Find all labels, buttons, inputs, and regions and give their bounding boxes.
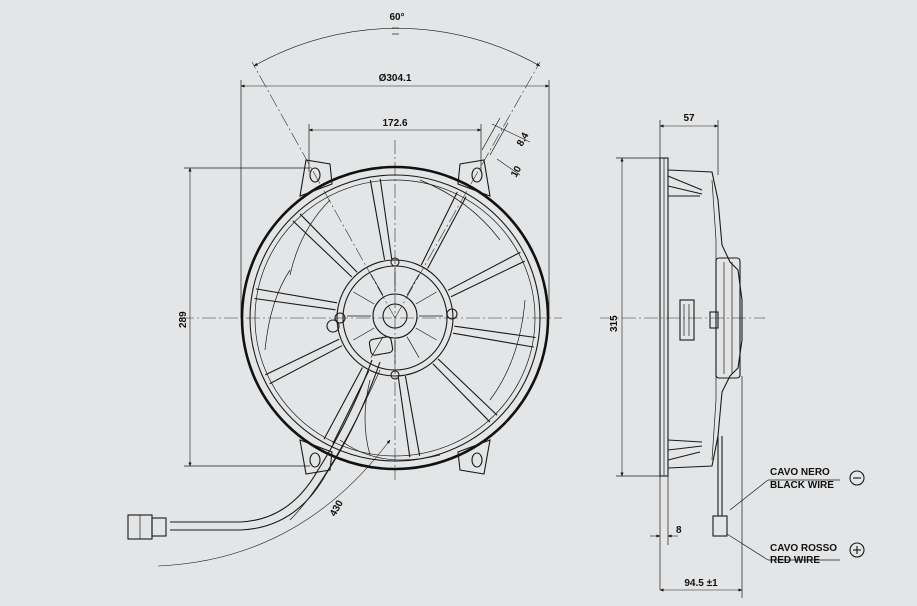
motor-hub [326, 257, 458, 380]
spoke [397, 376, 421, 458]
hub-rib [370, 274, 384, 296]
depth-dimension: 57 [659, 113, 719, 175]
angle-dimension: 60° [251, 12, 541, 319]
spoke [432, 358, 498, 423]
total-depth-dimension: 94.5 ±1 [659, 376, 743, 598]
side-view: 57 315 [600, 113, 865, 598]
side-wires [712, 436, 769, 561]
positive-terminal-icon [849, 542, 865, 558]
negative-terminal-icon [849, 470, 865, 486]
spoke [447, 251, 525, 298]
hub-rib [415, 327, 437, 341]
total-depth-label: 94.5 ±1 [684, 578, 718, 589]
flange-thickness-label: 8 [676, 525, 682, 536]
red-wire-callout: CAVO ROSSO RED WIRE [768, 542, 865, 566]
overall-height-label: 315 [609, 315, 620, 332]
mounting-lugs [299, 159, 491, 475]
spoke [292, 213, 358, 278]
cable-length-dimension: 430 [157, 439, 391, 567]
label-plate [679, 299, 695, 341]
fan-blades [264, 179, 526, 461]
hub-rib [406, 336, 420, 358]
hole-spacing-label: 172.6 [382, 118, 407, 129]
slot-dimensions: 8.4 10 [481, 117, 532, 180]
power-cable [127, 359, 381, 540]
depth-label: 57 [683, 113, 695, 124]
black-wire-label-en: BLACK WIRE [770, 480, 834, 491]
flange-thickness-dimension: 8 [650, 476, 682, 590]
fan-shroud-ring [240, 165, 550, 471]
red-wire-label-it: CAVO ROSSO [770, 543, 837, 554]
spoke [452, 325, 536, 348]
black-wire-callout: CAVO NERO BLACK WIRE [768, 467, 865, 491]
spoke [265, 338, 343, 385]
hub-rib [406, 274, 420, 296]
wire-terminal [712, 515, 728, 537]
side-brackets [667, 175, 703, 461]
hub-rib [370, 336, 384, 358]
spoke [420, 191, 467, 269]
height-label: 289 [178, 311, 189, 328]
cable-length-label: 430 [328, 498, 346, 518]
hub-rib [353, 327, 375, 341]
spoke [254, 288, 338, 311]
shroud-spokes [254, 178, 536, 458]
hub-rib [353, 291, 375, 305]
hub-rib [415, 291, 437, 305]
overall-height-dimension: 315 [609, 157, 668, 477]
diameter-dimension: Ø304.1 [240, 73, 550, 318]
front-view: 60° Ø304.1 172.6 8.4 10 [127, 12, 562, 567]
hole-spacing-dimension: 172.6 [308, 118, 482, 172]
diameter-label: Ø304.1 [379, 73, 412, 84]
height-dimension: 289 [178, 167, 310, 467]
slot-width-label: 8.4 [515, 131, 532, 149]
angle-label: 60° [389, 12, 404, 23]
spoke [369, 178, 393, 260]
motor-body [715, 257, 741, 379]
black-wire-label-it: CAVO NERO [770, 467, 830, 478]
slot-length-label: 10 [509, 164, 524, 180]
spoke [323, 367, 370, 445]
red-wire-label-en: RED WIRE [770, 555, 820, 566]
